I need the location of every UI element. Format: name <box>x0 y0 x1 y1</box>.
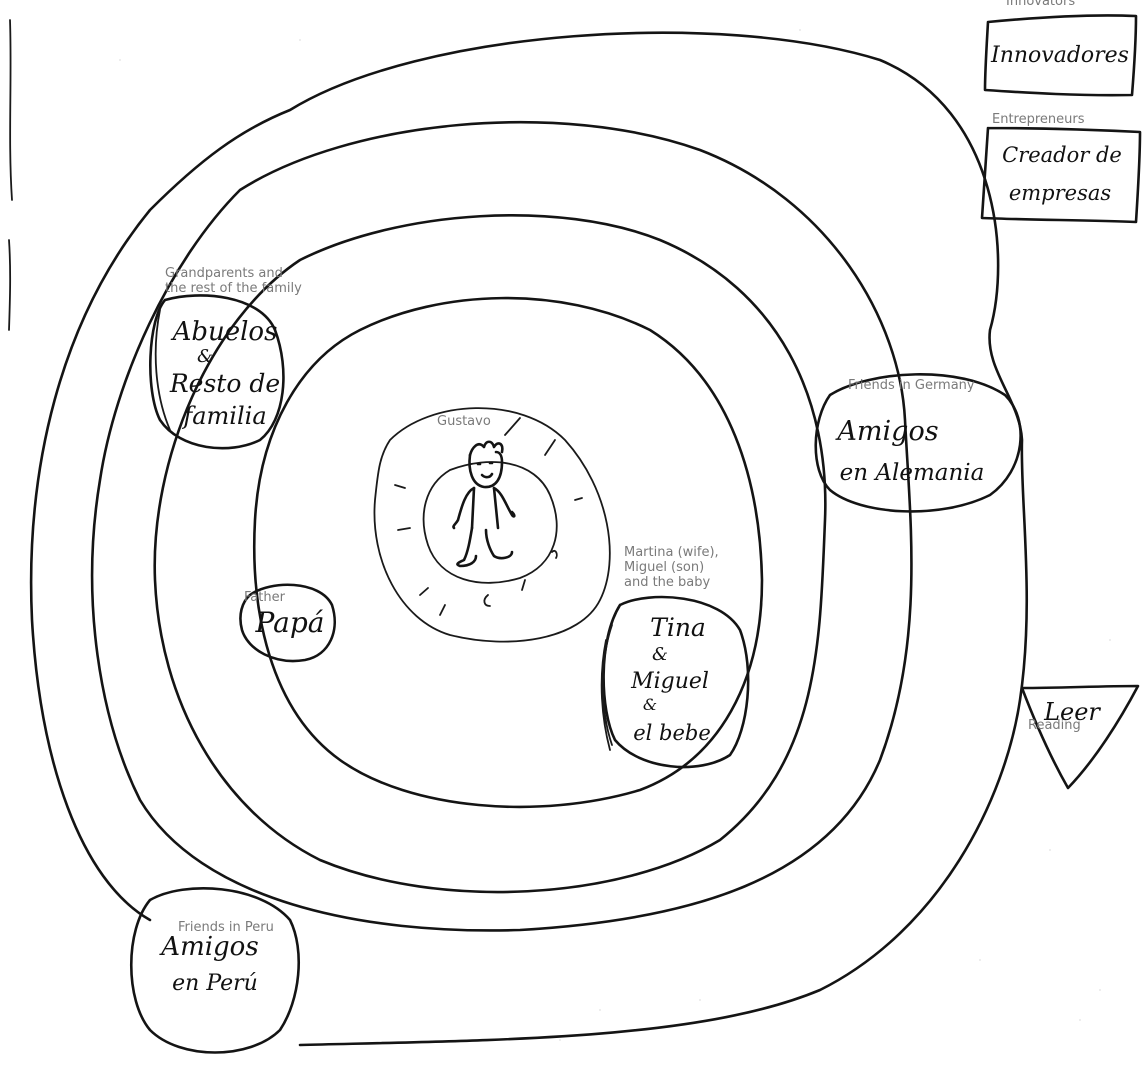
family-line-5: el bebe <box>633 721 711 745</box>
innermost-ring <box>424 462 557 583</box>
entrepreneurs-box-line-1: Creador de <box>1002 143 1122 167</box>
entrepreneurs-annotation: Entrepreneurs <box>992 112 1112 127</box>
friends-germany-line-2: en Alemania <box>840 460 985 486</box>
outer-ring <box>31 33 1027 1045</box>
grandparents-line-4: familia <box>181 402 266 430</box>
grandparents-line-3: Resto de <box>169 369 280 398</box>
entrepreneurs-box-line-2: empresas <box>1009 181 1112 205</box>
friends-peru-annotation: Friends in Peru <box>178 920 308 935</box>
grandparents-line-2: & <box>197 346 213 367</box>
friends-peru-line-2: en Perú <box>172 971 258 996</box>
family-line-2: & <box>652 644 668 665</box>
grandparents-annotation: Grandparents and the rest of the family <box>165 266 305 296</box>
family-line-4: & <box>643 695 657 714</box>
ring-2 <box>92 122 911 930</box>
family-line-1: Tina <box>650 613 706 642</box>
innovators-annotation: Innovators <box>1006 0 1126 9</box>
gustavo-annotation: Gustavo <box>437 414 517 429</box>
friends-peru-line-1: Amigos <box>159 932 258 962</box>
family-line-3: Miguel <box>630 669 709 694</box>
father-annotation: Father <box>244 590 314 605</box>
reading-annotation: Reading <box>1028 718 1098 733</box>
friends-germany-annotation: Friends in Germany <box>848 378 1008 393</box>
gustavo-figure <box>453 442 514 566</box>
friends-germany-line-1: Amigos <box>834 416 938 447</box>
edge-mark-left <box>9 20 12 330</box>
grandparents-line-1: Abuelos <box>171 317 278 347</box>
family-annotation: Martina (wife), Miguel (son) and the bab… <box>624 545 730 590</box>
paper-texture <box>119 29 1111 1041</box>
innovators-box-text: Innovadores <box>990 43 1129 68</box>
father-text: Papá <box>255 606 325 639</box>
